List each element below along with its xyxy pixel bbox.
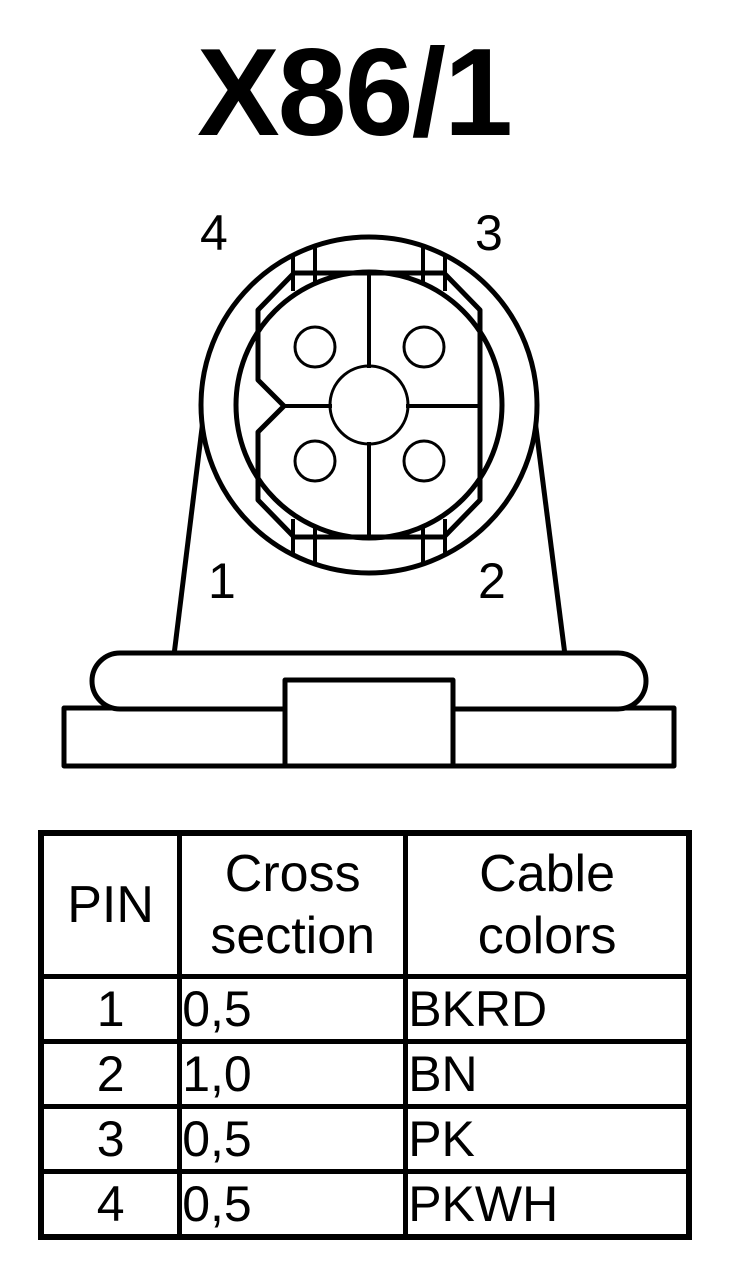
cell-pin: 2: [38, 1039, 183, 1109]
header-cross-section: Cross section: [177, 830, 409, 979]
center-pin: [328, 364, 410, 446]
cell-cable-color: PK: [403, 1104, 692, 1174]
pin-label-4: 4: [200, 205, 228, 261]
pin-table-header-row: PIN Cross section Cable colors: [38, 830, 692, 979]
cell-pin: 3: [38, 1104, 183, 1174]
cell-cable-color: PKWH: [403, 1169, 692, 1240]
cell-cross-section: 0,5: [177, 1104, 409, 1174]
cell-cable-color: BKRD: [403, 974, 692, 1044]
cell-pin: 1: [38, 974, 183, 1044]
cell-cable-color: BN: [403, 1039, 692, 1109]
header-cable-colors: Cable colors: [403, 830, 692, 979]
pin-table: PIN Cross section Cable colors 1 0,5 BKR…: [38, 830, 692, 1240]
contact-pin-1: [293, 439, 337, 483]
table-row: 4 0,5 PKWH: [38, 1169, 692, 1240]
connector-insert: [255, 270, 483, 540]
housing-left-side: [171, 419, 206, 656]
pin-label-1: 1: [208, 553, 236, 609]
connector-center-block: [282, 677, 456, 769]
connector-diagram: 4 3 1 2: [61, 205, 677, 769]
cell-cross-section: 0,5: [177, 974, 409, 1044]
housing-right-side: [532, 419, 568, 656]
insert-dividers: [284, 273, 480, 537]
cell-cross-section: 0,5: [177, 1169, 409, 1240]
pin-label-2: 2: [478, 553, 506, 609]
connector-title: X86/1: [196, 24, 513, 162]
table-row: 3 0,5 PK: [38, 1104, 692, 1174]
pin-label-3: 3: [475, 205, 503, 261]
connector-outer-ring: [198, 234, 540, 576]
cell-cross-section: 1,0: [177, 1039, 409, 1109]
table-row: 2 1,0 BN: [38, 1039, 692, 1109]
table-row: 1 0,5 BKRD: [38, 974, 692, 1044]
header-pin: PIN: [38, 830, 183, 979]
contact-pin-2: [402, 439, 446, 483]
contact-pin-4: [293, 325, 337, 369]
contact-pin-3: [402, 325, 446, 369]
cell-pin: 4: [38, 1169, 183, 1240]
